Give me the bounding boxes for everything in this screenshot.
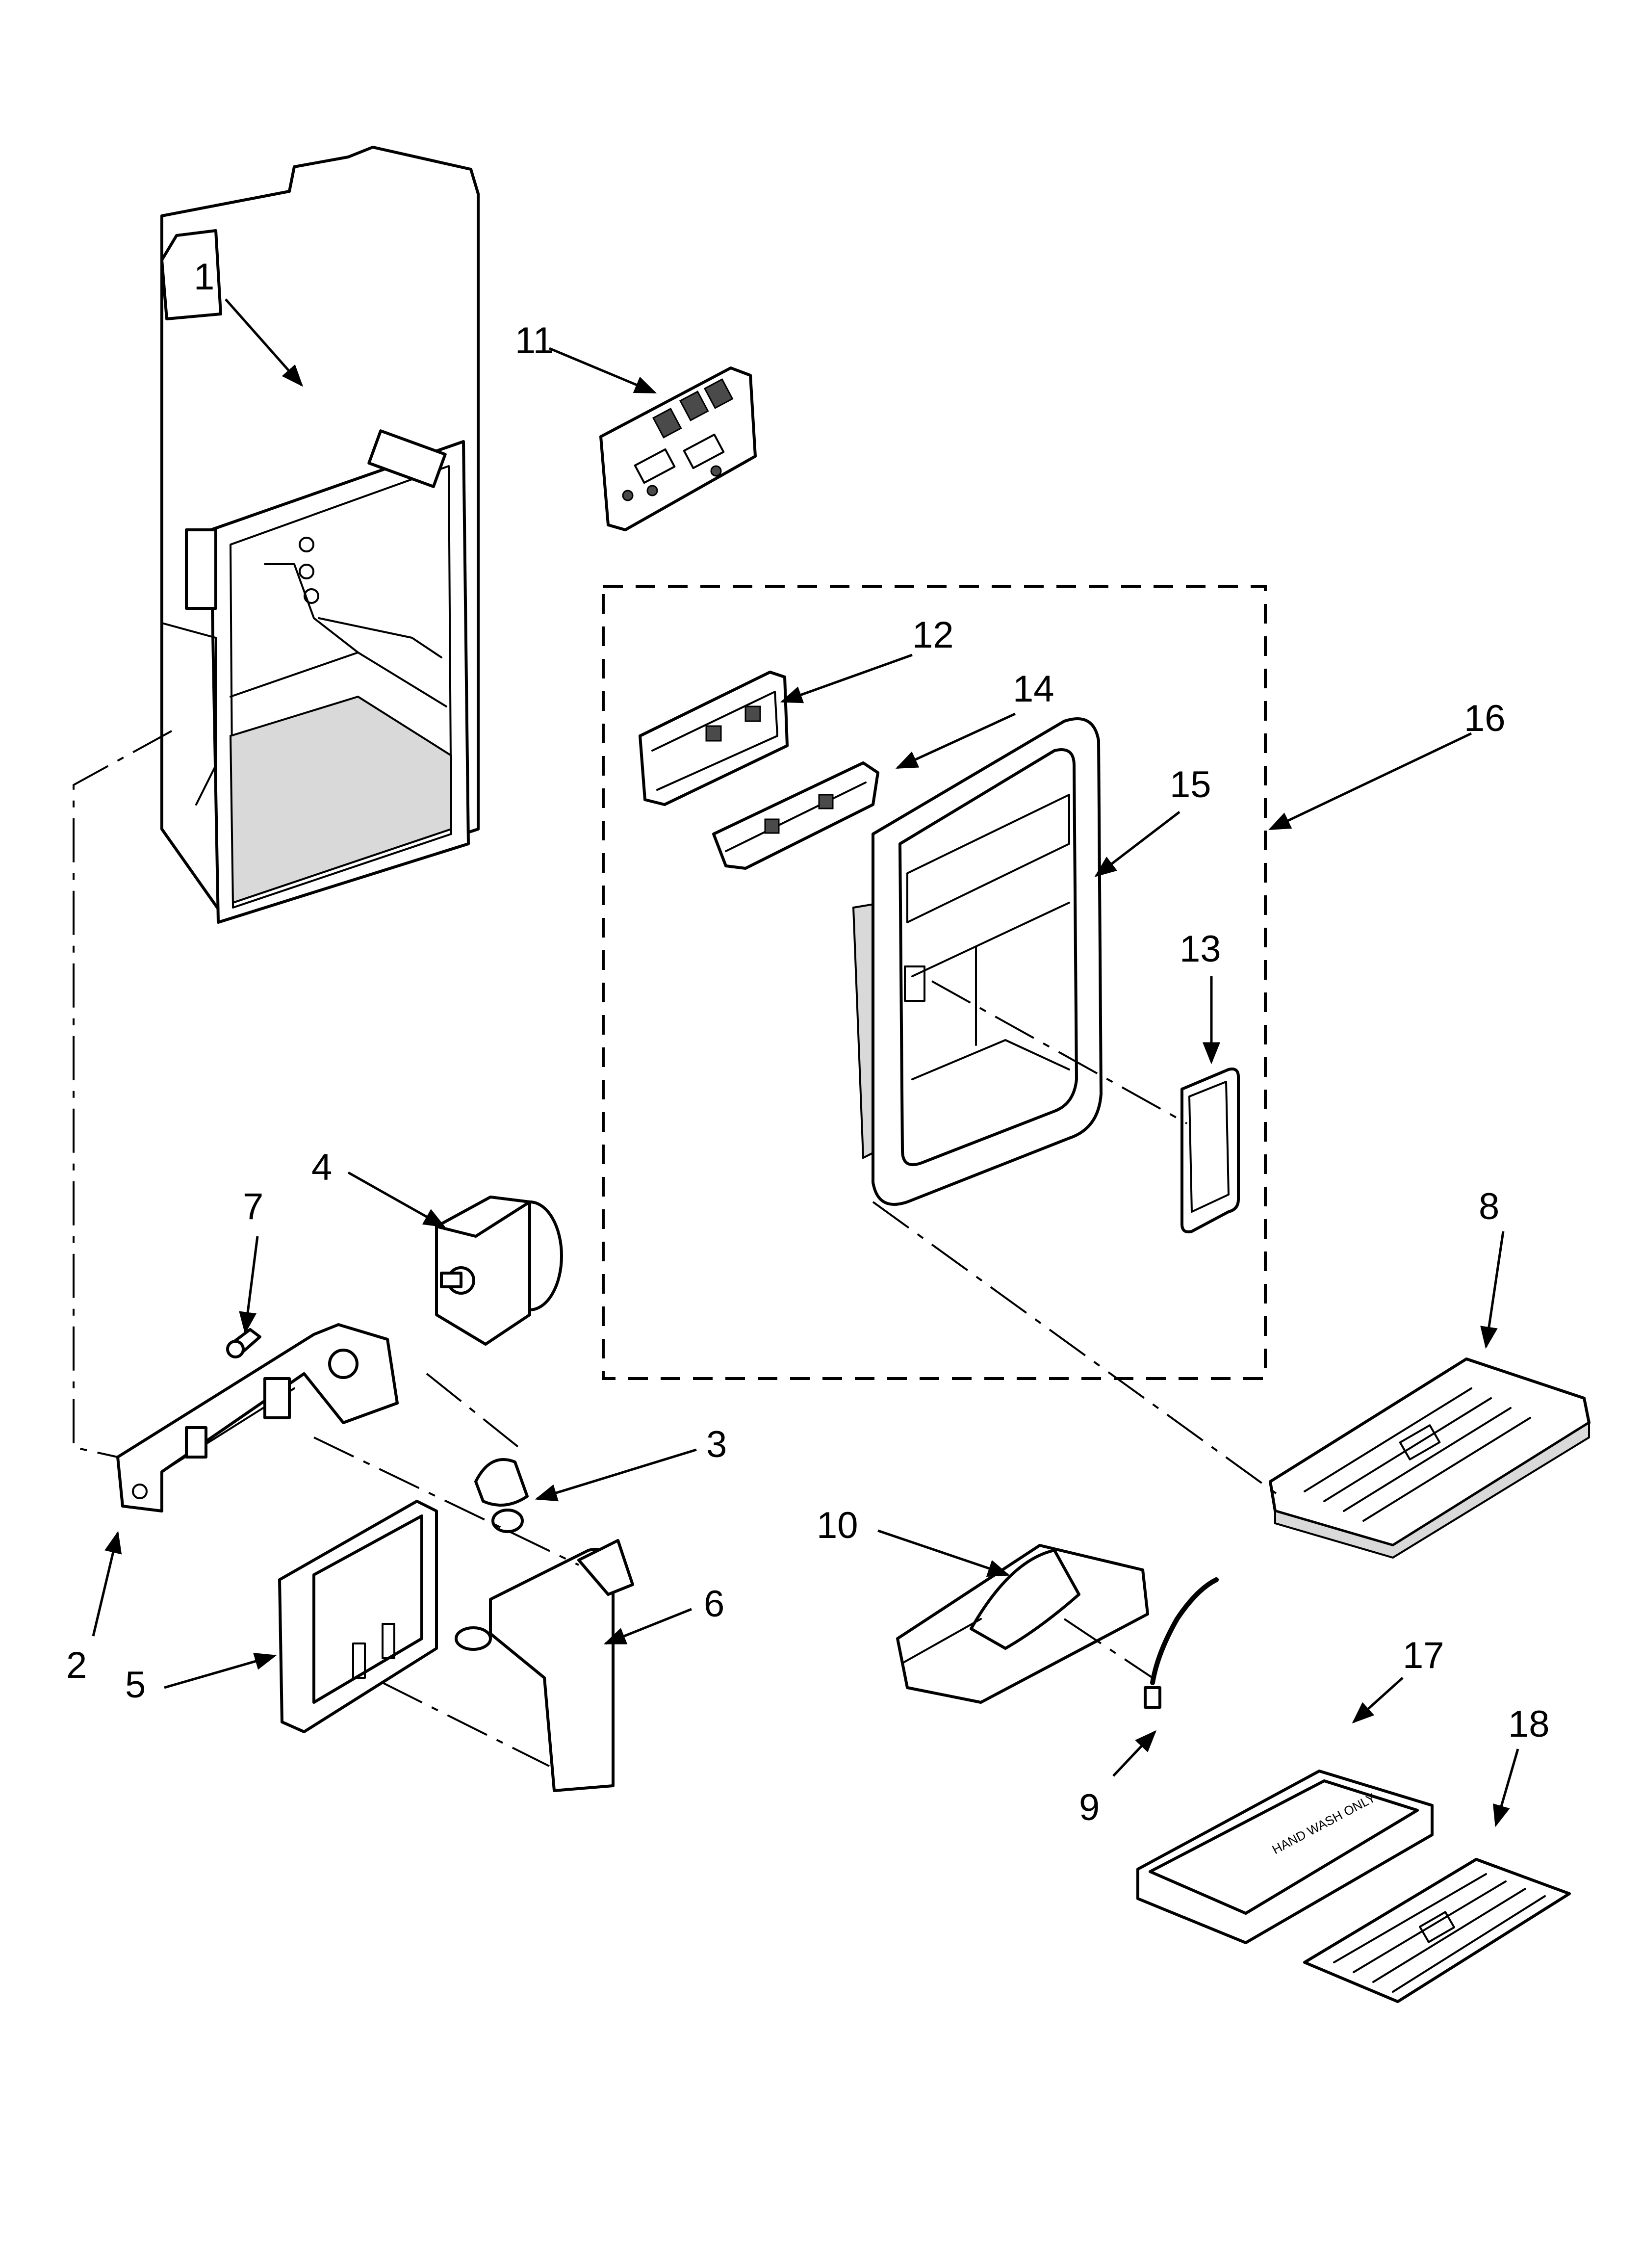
callout-18: 18 bbox=[1508, 1703, 1550, 1745]
part-3-knob bbox=[474, 1458, 529, 1533]
callout-2: 2 bbox=[66, 1644, 87, 1686]
callout-8: 8 bbox=[1479, 1186, 1499, 1227]
callout-16: 16 bbox=[1464, 698, 1506, 739]
part-10-ice-chute bbox=[896, 1544, 1149, 1704]
callout-1: 1 bbox=[194, 256, 214, 298]
part-13-pad bbox=[1180, 1068, 1240, 1233]
callout-12: 12 bbox=[912, 614, 954, 656]
part-7-screw bbox=[226, 1328, 261, 1358]
callout-15: 15 bbox=[1170, 764, 1211, 806]
callout-9: 9 bbox=[1079, 1787, 1100, 1828]
part-1-housing bbox=[160, 146, 480, 924]
part-17-tray: HAND WASH ONLY bbox=[1136, 1770, 1434, 1944]
callout-4: 4 bbox=[311, 1147, 332, 1188]
callout-11: 11 bbox=[515, 320, 554, 362]
leader-lines bbox=[92, 298, 1519, 1827]
part-6-actuator-arm bbox=[455, 1539, 634, 1792]
part-15-front-frame bbox=[852, 717, 1103, 1206]
callout-10: 10 bbox=[817, 1505, 858, 1546]
part-12-bracket bbox=[639, 671, 789, 806]
callout-14: 14 bbox=[1013, 668, 1054, 710]
part-11-control-board bbox=[599, 366, 757, 531]
part-5-cover bbox=[278, 1500, 438, 1733]
phantom-lines bbox=[73, 730, 1281, 1767]
assembly-16-boundary bbox=[602, 585, 1267, 1380]
part-8-drip-grille bbox=[1269, 1357, 1591, 1559]
part-9-tube bbox=[1144, 1577, 1219, 1709]
part-14-switch-bracket bbox=[712, 761, 879, 870]
callout-7: 7 bbox=[243, 1186, 263, 1227]
part-2-mounting-bracket bbox=[116, 1323, 399, 1512]
callouts: 1 2 3 4 5 6 7 8 9 10 11 12 13 14 15 16 1… bbox=[66, 256, 1550, 1828]
callout-3: 3 bbox=[706, 1424, 727, 1465]
callout-6: 6 bbox=[704, 1583, 724, 1625]
callout-13: 13 bbox=[1180, 928, 1221, 970]
callout-17: 17 bbox=[1403, 1635, 1444, 1676]
part-4-motor bbox=[435, 1196, 563, 1346]
part-18-grille bbox=[1303, 1858, 1571, 2003]
callout-5: 5 bbox=[125, 1664, 146, 1706]
